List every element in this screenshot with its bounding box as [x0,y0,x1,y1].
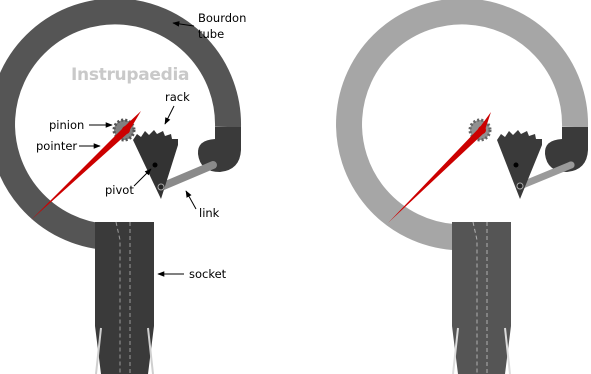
pointer-needle [31,111,141,220]
bourdon-tube-light [336,0,589,250]
arrow-link [185,190,197,210]
label-rack: rack [165,90,190,104]
pointer-hub [122,126,130,134]
arrow-rack [164,105,175,125]
arrow-pivot [133,168,152,187]
pointer-hub-light [478,126,486,134]
link-rod-light [516,161,575,190]
watermark: Instrupaedia [71,65,189,85]
label-pivot: pivot [105,183,134,197]
socket-thread-light [452,327,511,374]
tube-tip [197,127,241,172]
label-tube: tube [198,27,224,41]
tube-tip-light [544,127,588,172]
socket-bore-light [472,221,488,374]
socket [95,222,154,374]
label-socket: socket [189,267,227,281]
label-pointer: pointer [36,139,77,153]
socket-bore [115,221,131,374]
pivot-point [152,162,158,168]
socket-thread [95,327,154,374]
socket-light [452,222,511,374]
link-pin-light [516,182,524,190]
rack-sector-light [497,130,542,199]
label-link: link [199,206,220,220]
right-gauge [336,0,589,374]
arrow-bourdon [172,21,195,27]
link-rod [157,161,217,191]
label-pinion: pinion [49,118,84,132]
left-gauge: Instrupaedia Bourdon tube rack pinion po… [0,0,246,374]
bourdon-tube [0,0,242,250]
link-pin [157,183,165,191]
label-bourdon: Bourdon [198,11,246,25]
pivot-point-light [513,162,519,168]
